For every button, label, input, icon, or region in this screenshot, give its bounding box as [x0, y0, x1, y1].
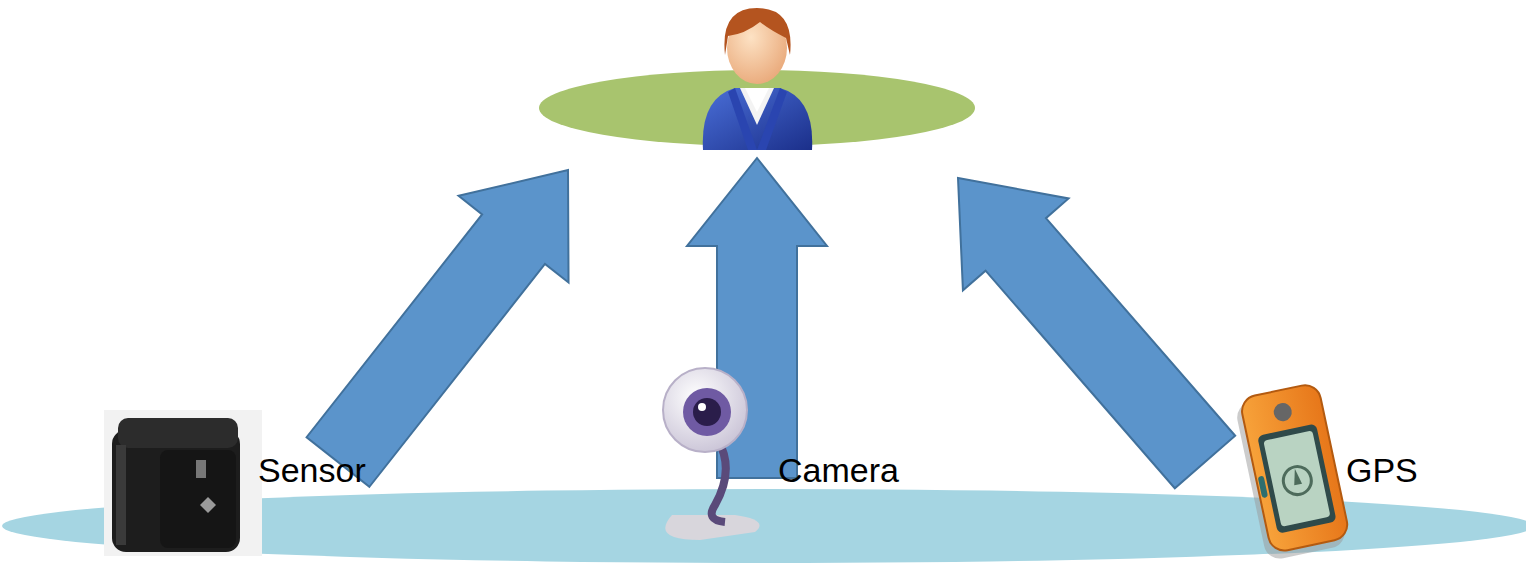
sensor-device	[104, 410, 262, 556]
block-arrow	[307, 170, 569, 487]
device-label: GPS	[1346, 452, 1418, 489]
camera-device	[663, 368, 760, 540]
device-label: Sensor	[258, 452, 366, 489]
gps-device	[1233, 382, 1351, 561]
person-icon	[703, 8, 812, 150]
device-label: Camera	[778, 452, 899, 489]
block-arrow	[958, 178, 1235, 488]
arrow-group	[307, 158, 1236, 488]
